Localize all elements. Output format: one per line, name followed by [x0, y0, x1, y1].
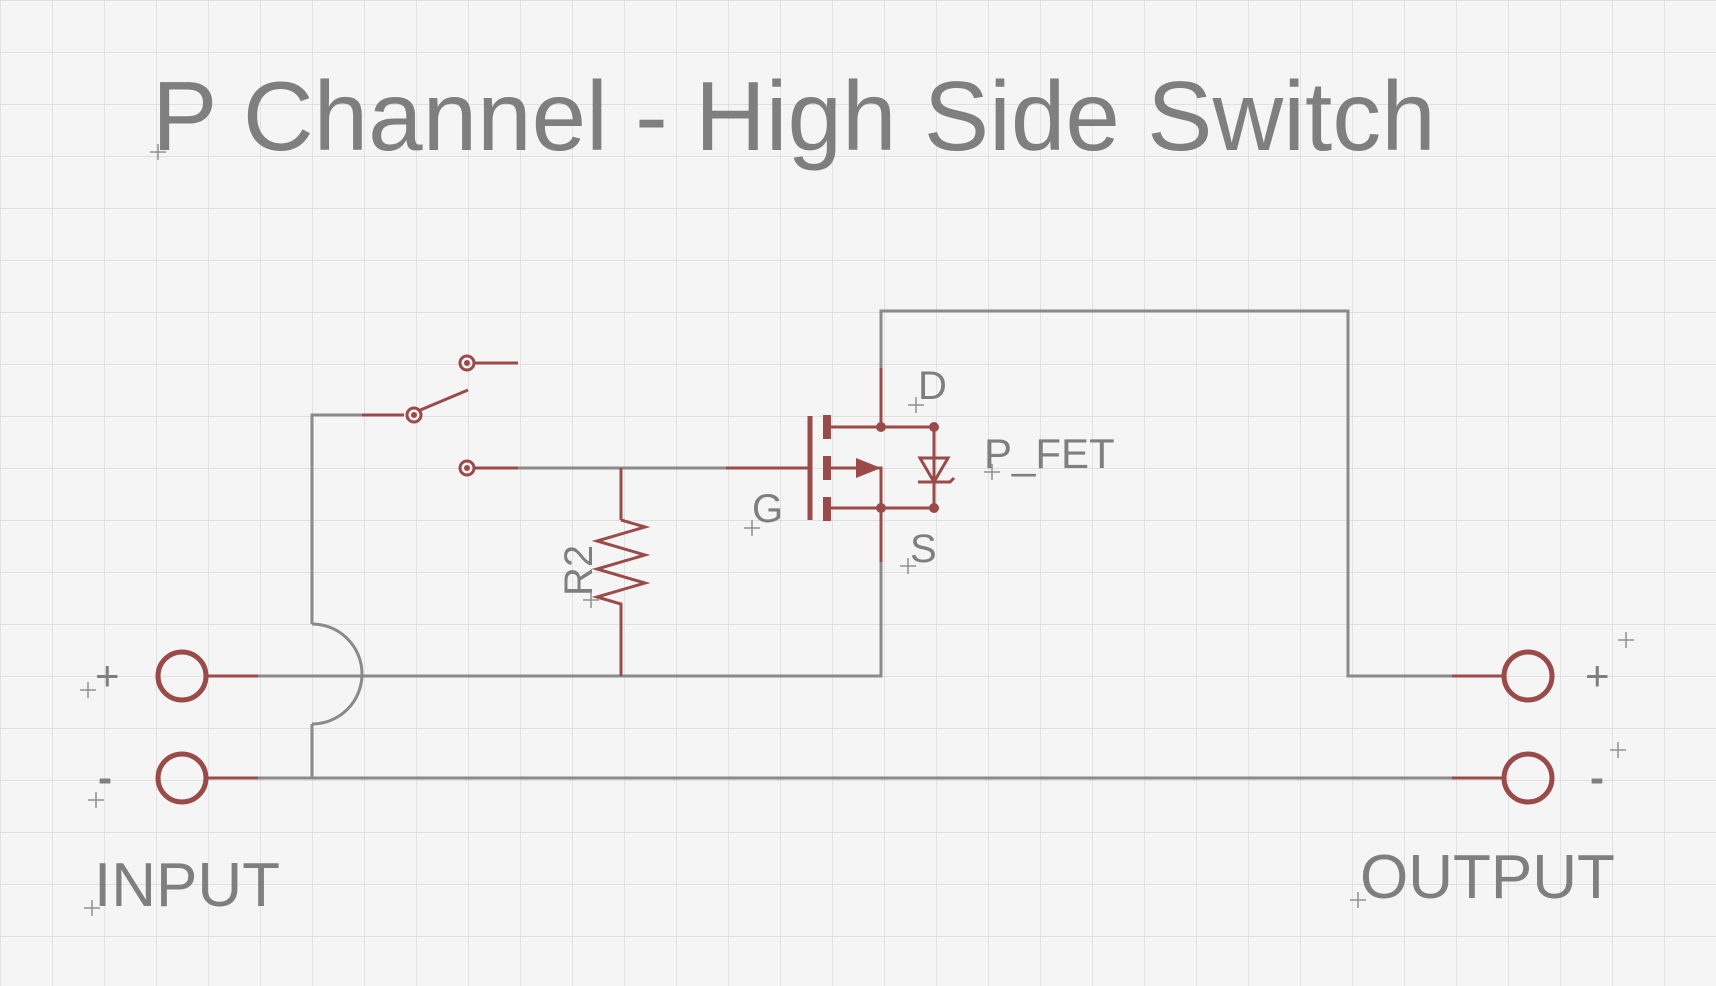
fet-arrow — [856, 458, 881, 478]
p-fet: D G S P_FET — [726, 364, 1115, 574]
wire-drain-to-output — [879, 309, 1452, 678]
fet-gate-label: G — [752, 487, 783, 531]
output-connector: + - OUTPUT — [1350, 632, 1634, 912]
switch — [362, 354, 518, 477]
wires — [258, 309, 1452, 780]
resistor-label: R2 — [557, 545, 601, 596]
input-connector: + - INPUT — [80, 649, 280, 920]
fet-body-diode — [917, 456, 951, 485]
input-minus-label: - — [98, 754, 112, 801]
wire-switch-common — [310, 413, 362, 624]
wire-input-plus-to-source — [310, 562, 883, 678]
input-plus-label: + — [95, 652, 120, 699]
title-origin-cross — [150, 144, 166, 160]
resistor-r2: R2 — [557, 468, 651, 676]
wire-jump-arc — [311, 622, 364, 726]
fet-source-label: S — [910, 527, 937, 571]
output-label: OUTPUT — [1360, 843, 1615, 912]
fet-drain-label: D — [918, 364, 947, 408]
resistor-zigzag — [591, 518, 651, 676]
input-label: INPUT — [94, 851, 280, 920]
diagram-title: P Channel - High Side Switch — [152, 61, 1436, 171]
fet-name-label: P_FET — [984, 430, 1115, 477]
switch-lever — [417, 388, 469, 413]
resistor-origin-cross — [583, 592, 599, 608]
output-plus-label: + — [1585, 652, 1610, 699]
switch-common-contact — [405, 406, 423, 424]
output-origin-crosses — [1350, 632, 1634, 908]
input-origin-crosses — [80, 682, 104, 916]
output-minus-label: - — [1590, 754, 1604, 801]
fet-origin-crosses — [744, 397, 1000, 574]
